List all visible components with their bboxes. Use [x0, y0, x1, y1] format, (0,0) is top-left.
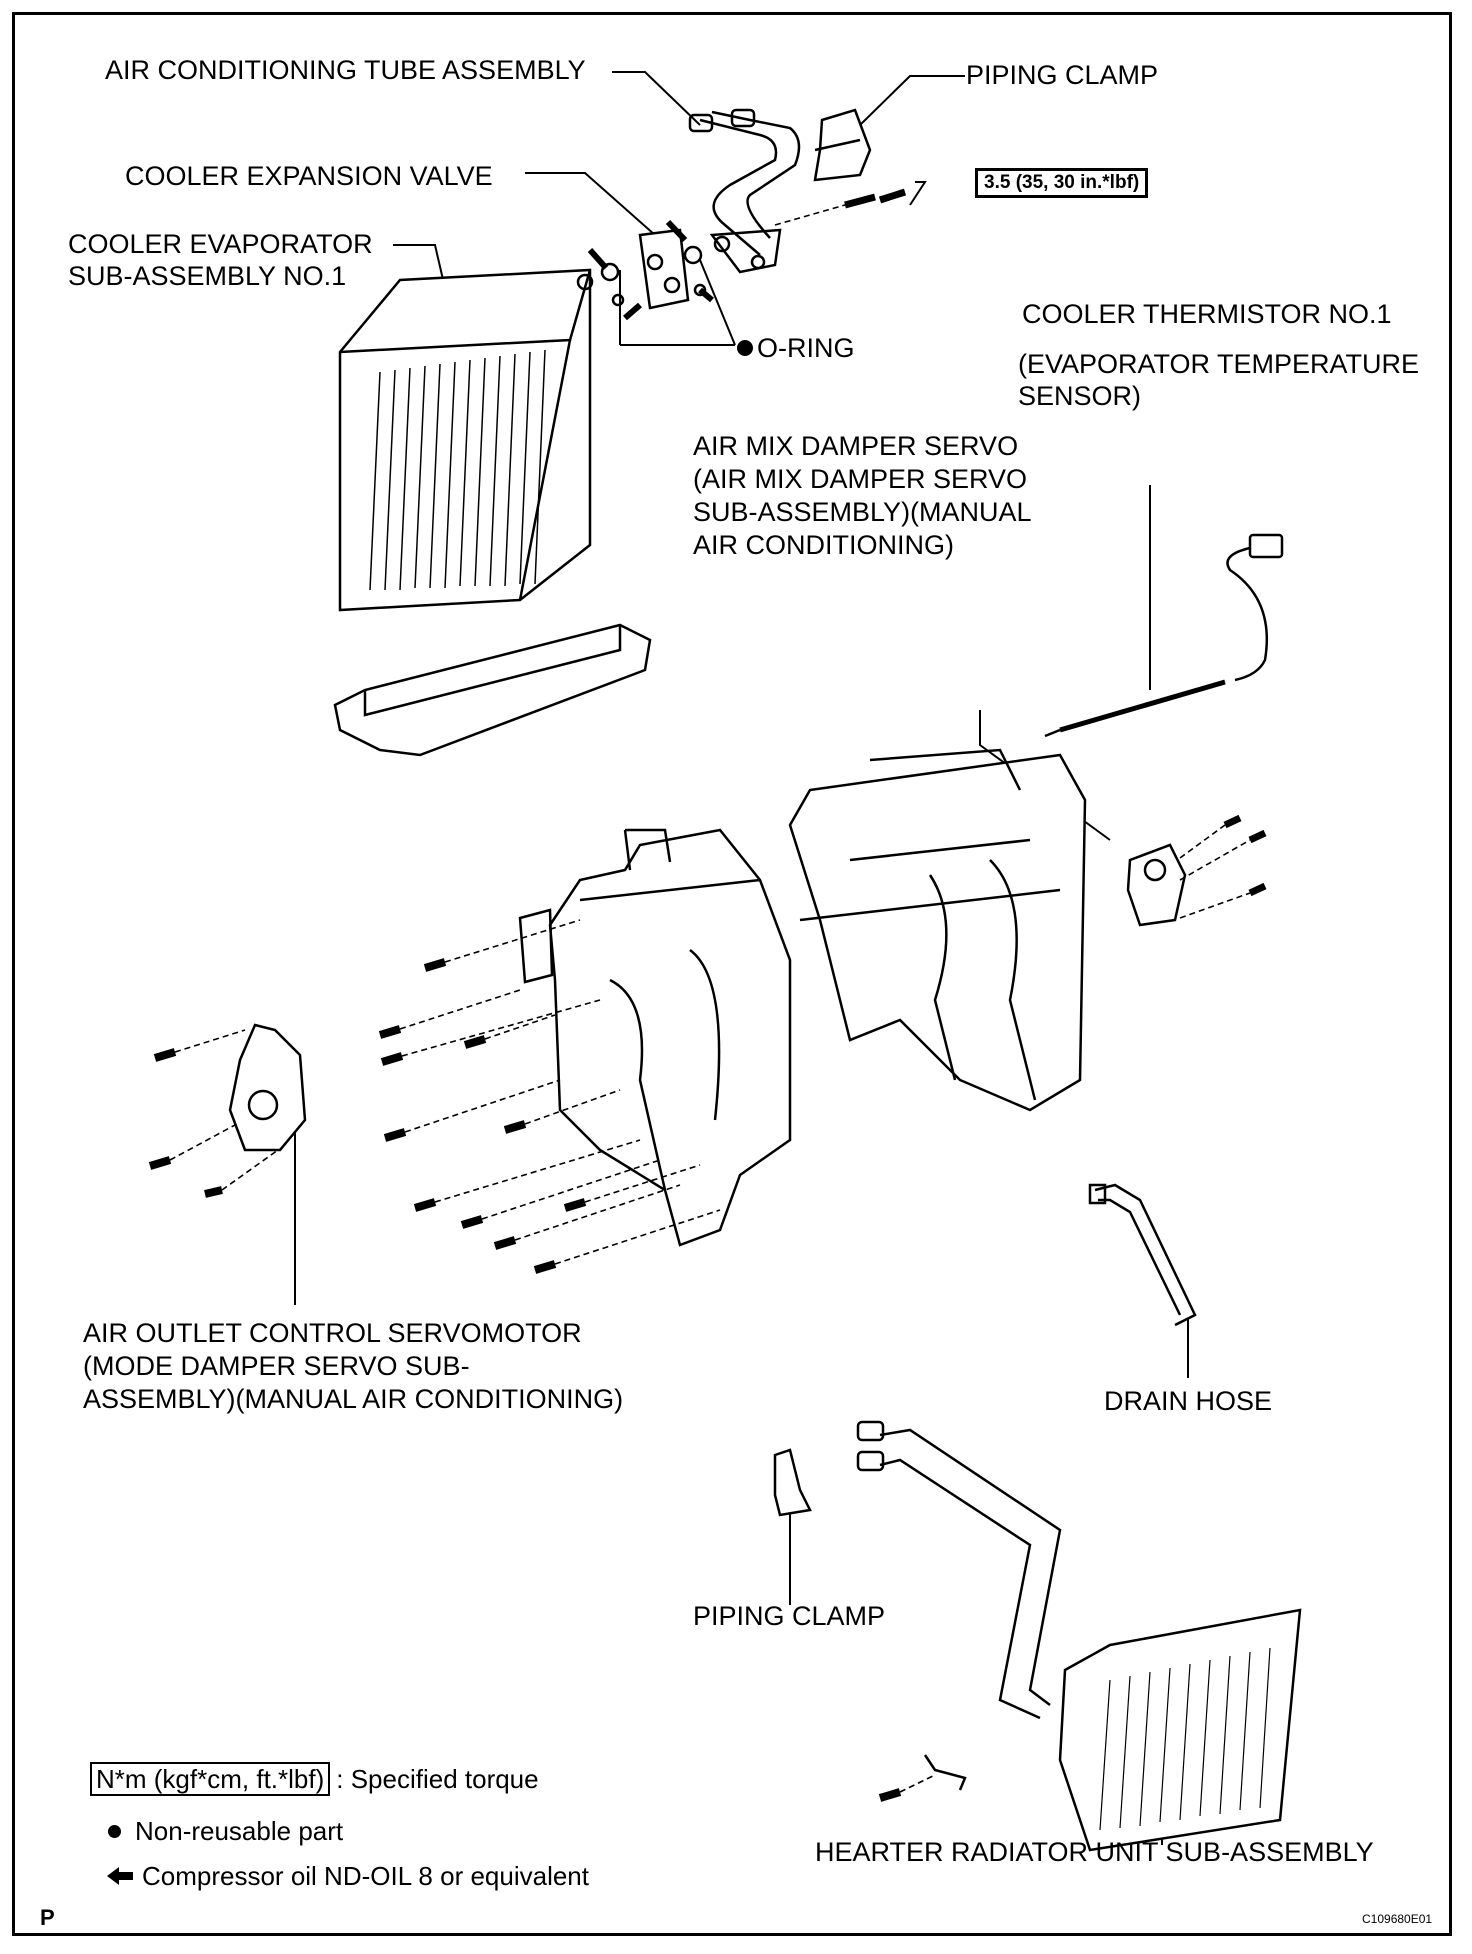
legend-torque-row: N*m (kgf*cm, ft.*lbf) : Specified torque: [90, 1762, 539, 1796]
label-piping-clamp-top: PIPING CLAMP: [966, 60, 1159, 90]
legend-non-reusable-text: Non-reusable part: [135, 1816, 344, 1846]
legend-non-reusable-row: Non-reusable part: [108, 1815, 343, 1847]
figure-code: C109680E01: [1362, 1912, 1433, 1926]
label-air-mix-line2: (AIR MIX DAMPER SERVO: [693, 464, 1028, 494]
corner-mark-p: P: [40, 1905, 55, 1930]
legend-compressor-oil-row: Compressor oil ND-OIL 8 or equivalent: [107, 1860, 589, 1892]
label-ac-tube-assembly: AIR CONDITIONING TUBE ASSEMBLY: [105, 55, 586, 85]
air-mix-servo-part: [1126, 814, 1267, 927]
label-thermistor-line3: SENSOR): [1018, 381, 1142, 411]
torque-value-box: 3.5 (35, 30 in.*lbf): [975, 168, 1149, 198]
label-outlet-servo-line3: ASSEMBLY)(MANUAL AIR CONDITIONING): [83, 1384, 624, 1414]
label-heater-radiator: HEARTER RADIATOR UNIT SUB-ASSEMBLY: [815, 1837, 1374, 1867]
heater-case-left: [518, 828, 792, 1247]
label-outlet-servo-line2: (MODE DAMPER SERVO SUB-: [83, 1351, 470, 1381]
legend-torque-unit-box: N*m (kgf*cm, ft.*lbf): [90, 1762, 331, 1796]
expansion-valve-part: [587, 219, 714, 321]
legend-compressor-oil-text: Compressor oil ND-OIL 8 or equivalent: [142, 1861, 589, 1891]
label-air-mix-line4: AIR CONDITIONING): [693, 530, 954, 560]
label-evaporator-line2: SUB-ASSEMBLY NO.1: [68, 261, 347, 291]
label-thermistor-line1: COOLER THERMISTOR NO.1: [1022, 299, 1392, 329]
diagram-frame: [12, 12, 1452, 1936]
label-expansion-valve: COOLER EXPANSION VALVE: [125, 161, 493, 191]
piping-clamp-top-part: [813, 108, 872, 182]
left-arrow-icon: [107, 1867, 133, 1885]
case-screws: [378, 919, 721, 1274]
label-outlet-servo-line1: AIR OUTLET CONTROL SERVOMOTOR: [83, 1318, 582, 1348]
heater-radiator-part: [856, 1420, 1302, 1852]
label-thermistor-line2: (EVAPORATOR TEMPERATURE: [1018, 349, 1420, 379]
bullet-icon: [108, 1824, 121, 1838]
label-air-mix-line1: AIR MIX DAMPER SERVO: [693, 431, 1019, 461]
drain-hose-part: [1088, 1183, 1197, 1327]
ac-tube-assembly: [688, 108, 801, 274]
label-o-ring: O-RING: [757, 333, 855, 363]
label-drain-hose: DRAIN HOSE: [1104, 1386, 1273, 1416]
outlet-servo-part: [148, 1023, 307, 1198]
o-ring-bullet-icon: [737, 340, 753, 356]
evaporator-part: [338, 268, 594, 612]
label-air-mix-line3: SUB-ASSEMBLY)(MANUAL: [693, 497, 1032, 527]
label-piping-clamp-bottom: PIPING CLAMP: [693, 1601, 886, 1631]
piping-clamp-bottom-part: [773, 1448, 812, 1517]
drain-tray-part: [333, 623, 652, 757]
legend-torque-desc: : Specified torque: [336, 1764, 539, 1794]
heater-case-right: [788, 748, 1087, 1112]
bolt-top: [774, 188, 907, 226]
label-evaporator-line1: COOLER EVAPORATOR: [68, 229, 373, 259]
thermistor-part: [1044, 533, 1284, 738]
